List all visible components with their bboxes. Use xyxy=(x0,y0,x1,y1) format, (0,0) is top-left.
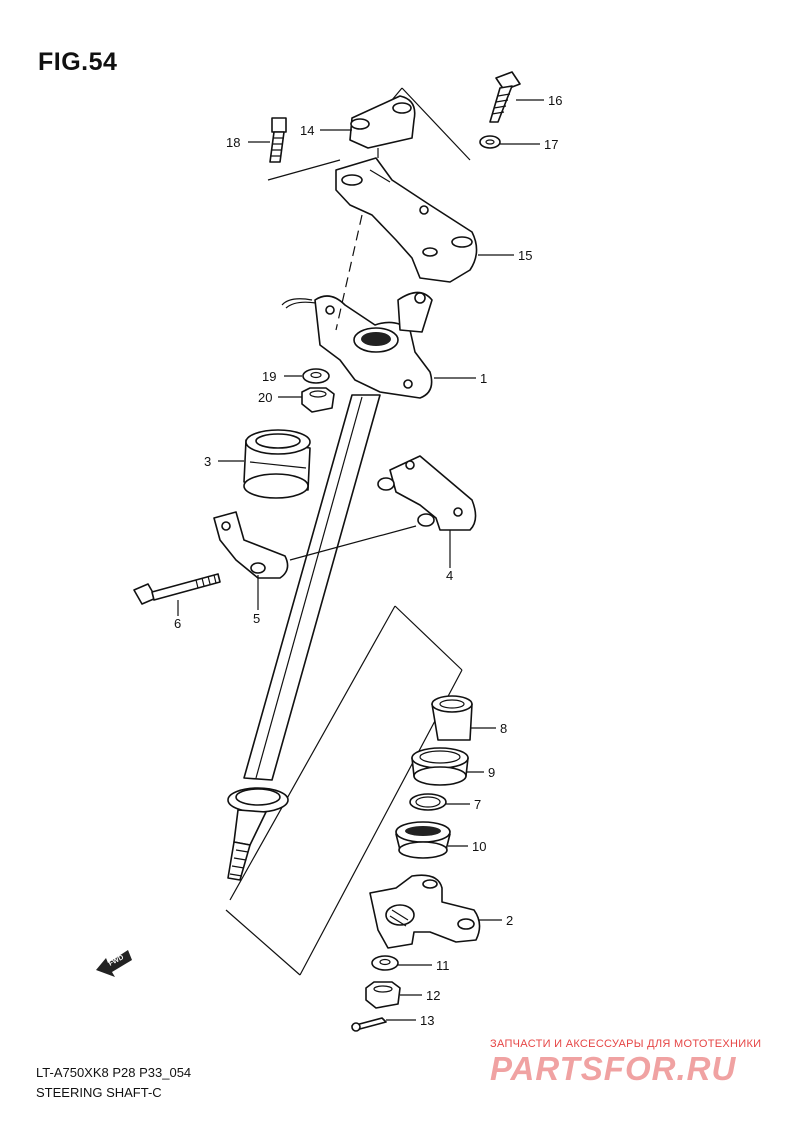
nut-part-20 xyxy=(301,387,335,413)
callout-16: 16 xyxy=(548,93,562,108)
callout-12: 12 xyxy=(426,988,440,1003)
seal-part-9 xyxy=(411,747,469,786)
assembly-outline xyxy=(225,87,471,976)
bushing-part-3 xyxy=(243,429,311,499)
dust-seal-part-10 xyxy=(395,821,451,859)
upper-clamp-part-14 xyxy=(349,95,416,149)
bolt-part-18 xyxy=(269,117,287,163)
callouts: 1 2 3 4 5 6 7 8 9 10 11 12 13 xyxy=(174,93,562,1028)
figure-name: STEERING SHAFT-C xyxy=(36,1085,162,1100)
shaft-holder-part-1 xyxy=(281,291,433,399)
callout-15: 15 xyxy=(518,248,532,263)
callout-5: 5 xyxy=(253,611,260,626)
watermark-tagline: ЗАПЧАСТИ И АКСЕССУАРЫ ДЛЯ МОТОТЕХНИКИ xyxy=(490,1038,762,1050)
callout-7: 7 xyxy=(474,797,481,812)
steering-arm-part-2 xyxy=(369,874,481,949)
washer-part-11 xyxy=(371,955,399,971)
alignment-lines xyxy=(289,148,417,561)
callout-13: 13 xyxy=(420,1013,434,1028)
o-ring-part-7 xyxy=(409,793,447,811)
cotter-pin-part-13 xyxy=(351,1017,387,1032)
callout-14: 14 xyxy=(300,123,314,138)
figure-title: FIG.54 xyxy=(38,48,118,76)
callout-9: 9 xyxy=(488,765,495,780)
callout-6: 6 xyxy=(174,616,181,631)
callout-4: 4 xyxy=(446,568,453,583)
handlebar-holder-part-15 xyxy=(335,157,478,283)
bolt-part-16 xyxy=(489,71,521,123)
callout-10: 10 xyxy=(472,839,486,854)
bolt-part-6 xyxy=(133,573,221,605)
bushing-part-8 xyxy=(431,695,473,741)
callout-19: 19 xyxy=(262,369,276,384)
nut-part-12 xyxy=(365,981,401,1009)
callout-2: 2 xyxy=(506,913,513,928)
washer-part-17 xyxy=(479,135,501,149)
callout-17: 17 xyxy=(544,137,558,152)
callout-11: 11 xyxy=(436,958,450,973)
watermark-brand: PARTSFOR.RU xyxy=(490,1050,737,1087)
figure-code: LT-A750XK8 P28 P33_054 xyxy=(36,1065,192,1080)
callout-3: 3 xyxy=(204,454,211,469)
callout-20: 20 xyxy=(258,390,272,405)
bracket-part-4 xyxy=(377,455,477,531)
fwd-direction-badge: FWD xyxy=(96,950,132,977)
steering-shaft xyxy=(227,394,381,881)
callout-18: 18 xyxy=(226,135,240,150)
callout-1: 1 xyxy=(480,371,487,386)
clamp-part-5 xyxy=(213,511,289,579)
washer-part-19 xyxy=(302,368,330,384)
callout-8: 8 xyxy=(500,721,507,736)
